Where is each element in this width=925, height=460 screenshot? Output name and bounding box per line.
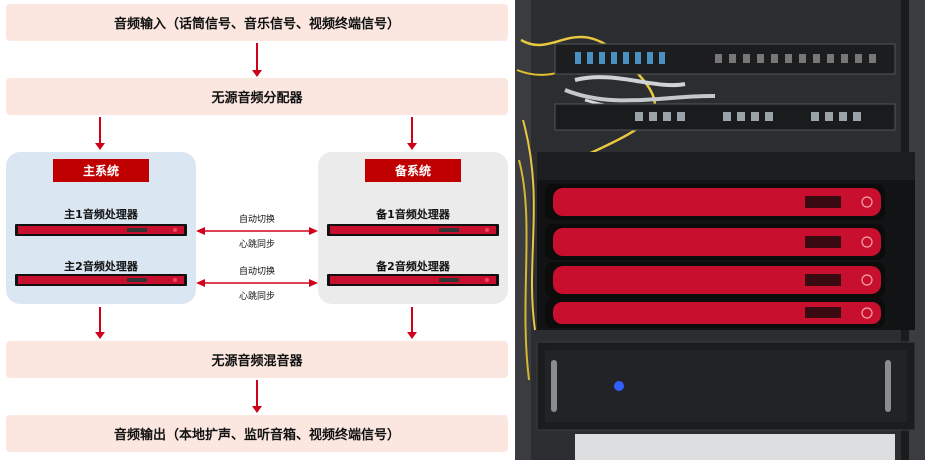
main-processor-2-device <box>15 274 187 286</box>
main-system-panel: 主系统 主1音频处理器 主2音频处理器 <box>6 152 196 304</box>
passive-splitter-label: 无源音频分配器 <box>211 91 303 106</box>
link-1-heartbeat-label: 心跳同步 <box>238 240 275 250</box>
main-system-title: 主系统 <box>53 159 149 182</box>
passive-mixer-label: 无源音频混音器 <box>211 354 303 369</box>
arrow-mixer-to-output <box>252 380 262 413</box>
backup-system-title: 备系统 <box>365 159 461 182</box>
arrow-input-to-splitter <box>252 43 262 77</box>
backup-processor-1-device <box>327 224 499 236</box>
backup-processor-1-label: 备1音频处理器 <box>376 208 450 221</box>
main-processor-2-label: 主2音频处理器 <box>64 260 138 273</box>
arrow-splitter-to-main <box>95 117 105 150</box>
arrow-main-to-mixer <box>95 307 105 339</box>
main-processor-1-label: 主1音频处理器 <box>64 208 138 221</box>
link-1-double-arrow <box>196 227 318 235</box>
arrow-splitter-to-backup <box>407 117 417 150</box>
audio-output-box: 音频输出（本地扩声、监听音箱、视频终端信号） <box>6 415 508 452</box>
passive-splitter-box: 无源音频分配器 <box>6 78 508 115</box>
equipment-rack-photo <box>515 0 925 460</box>
backup-system-panel: 备系统 备1音频处理器 备2音频处理器 <box>318 152 508 304</box>
link-2-heartbeat-label: 心跳同步 <box>238 292 275 302</box>
link-2-double-arrow <box>196 279 318 287</box>
backup-processor-2-device <box>327 274 499 286</box>
link-1-switch-label: 自动切换 <box>238 215 275 225</box>
audio-output-label: 音频输出（本地扩声、监听音箱、视频终端信号） <box>113 428 400 443</box>
main-processor-1-device <box>15 224 187 236</box>
arrow-backup-to-mixer <box>407 307 417 339</box>
passive-mixer-box: 无源音频混音器 <box>6 341 508 378</box>
link-2-switch-label: 自动切换 <box>238 267 275 277</box>
backup-processor-2-label: 备2音频处理器 <box>376 260 450 273</box>
audio-input-box: 音频输入（话筒信号、音乐信号、视频终端信号） <box>6 4 508 41</box>
audio-input-label: 音频输入（话筒信号、音乐信号、视频终端信号） <box>113 17 400 32</box>
